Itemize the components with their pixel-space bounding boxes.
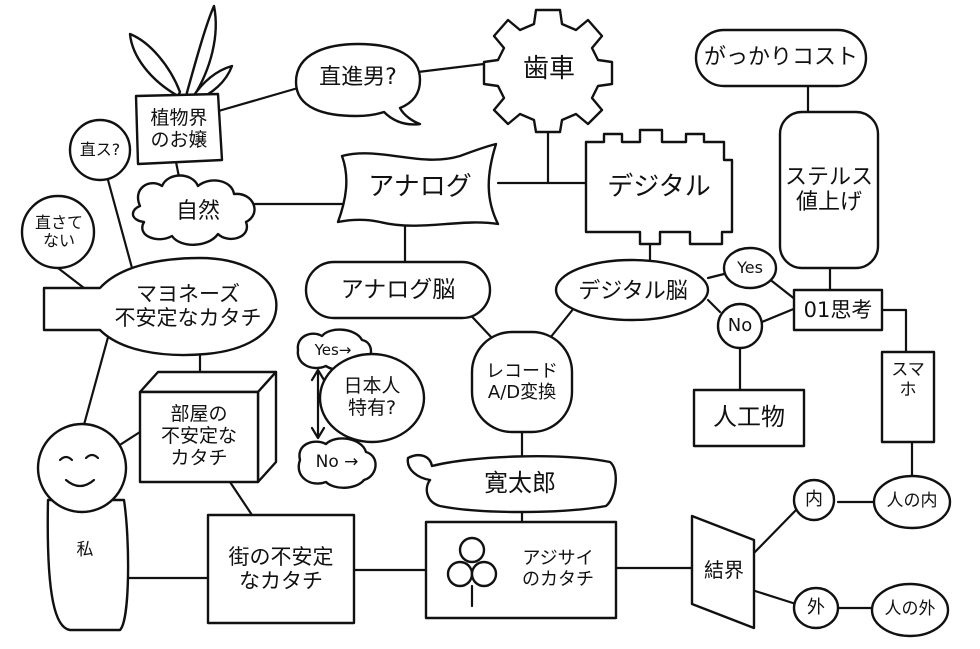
node-analog-brain: アナログ脳 bbox=[340, 276, 456, 303]
no-mid-circle-shape bbox=[716, 302, 764, 350]
outside-person-shape bbox=[870, 582, 950, 638]
yes-no-double-arrow bbox=[310, 368, 326, 440]
line-mayo-me bbox=[80, 328, 112, 434]
node-outside-person: 人の外 bbox=[884, 599, 936, 620]
cost-box-shape bbox=[694, 28, 868, 88]
plant-leaves-icon bbox=[128, 4, 234, 102]
analog-brain-box-shape bbox=[304, 260, 492, 320]
no-left-cloud-shape bbox=[297, 437, 377, 489]
node-mayonnaise: マヨネーズ 不安定なカタチ bbox=[114, 281, 262, 330]
kantaro-blob-shape bbox=[406, 454, 617, 514]
inside-circle-shape bbox=[792, 478, 836, 522]
node-analog: アナログ bbox=[368, 172, 472, 203]
line-room-street bbox=[228, 480, 254, 517]
node-barrier: 結界 bbox=[704, 557, 744, 582]
record-box-shape bbox=[470, 330, 574, 434]
node-digital-brain: デジタル脳 bbox=[578, 279, 688, 305]
node-gear: 歯車 bbox=[522, 54, 575, 85]
node-me: 私 bbox=[76, 540, 94, 561]
line-barrier-outside bbox=[750, 588, 798, 606]
line-barrier-inside bbox=[750, 506, 800, 557]
node-digital: デジタル bbox=[607, 172, 711, 203]
node-inside-person: 人の内 bbox=[886, 491, 938, 512]
outside-circle-shape bbox=[792, 586, 840, 630]
line-no-binary bbox=[760, 306, 798, 324]
not-fixed-circle-shape bbox=[20, 194, 96, 270]
analog-flag-shape bbox=[336, 142, 500, 227]
node-nature: 自然 bbox=[175, 199, 220, 225]
node-kantaro: 寛太郎 bbox=[484, 469, 556, 498]
node-no-left: No → bbox=[315, 452, 359, 473]
node-artificial: 人工物 bbox=[713, 403, 785, 432]
node-smartphone: スマホ bbox=[891, 360, 925, 400]
node-hydrangea: アジサイ のカタチ bbox=[522, 548, 594, 590]
digital-brain-ellipse-shape bbox=[554, 258, 710, 322]
japanese-circle-shape bbox=[318, 352, 426, 444]
line-binary-smartphone bbox=[878, 308, 908, 354]
stealth-box-shape bbox=[778, 110, 880, 270]
street-box-shape bbox=[206, 513, 356, 625]
node-yes-left: Yes→ bbox=[314, 341, 352, 360]
line-yes-binary bbox=[766, 276, 798, 302]
line-naosu-mayo bbox=[106, 178, 134, 270]
barrier-shape bbox=[690, 514, 756, 630]
node-not-fixed: 直さて ない bbox=[34, 212, 83, 250]
node-inside: 内 bbox=[805, 488, 823, 510]
mayonnaise-bottle-shape bbox=[42, 256, 278, 357]
node-record-ad: レコード A/D変換 bbox=[486, 361, 558, 403]
node-room-shape: 部屋の 不安定な カタチ bbox=[160, 403, 237, 469]
gear-shape bbox=[482, 8, 614, 134]
binary-box-shape bbox=[792, 288, 884, 332]
node-naosu: 直ス? bbox=[79, 139, 121, 159]
hydrangea-icon bbox=[446, 536, 498, 608]
node-outside: 外 bbox=[807, 596, 825, 618]
digital-block-shape bbox=[584, 128, 734, 246]
artificial-box-shape bbox=[692, 388, 806, 448]
yes-top-circle-shape bbox=[722, 246, 778, 290]
node-disappointing-cost: がっかりコスト bbox=[703, 45, 858, 71]
naosu-circle-shape bbox=[68, 118, 132, 182]
node-no-mid: No bbox=[727, 314, 753, 336]
line-notfixed-mayo bbox=[56, 266, 86, 290]
plant-pot-shape bbox=[134, 92, 224, 166]
node-street-shape: 街の不安定 なカタチ bbox=[228, 544, 334, 593]
line-digitalbrain-record bbox=[548, 306, 576, 340]
inside-person-shape bbox=[872, 474, 952, 530]
node-japanese-specific: 日本人 特有? bbox=[343, 375, 401, 419]
line-digitalbrain-no bbox=[706, 298, 722, 314]
room-cube-shape bbox=[138, 370, 278, 484]
straight-man-bubble-shape bbox=[294, 42, 422, 126]
nature-cloud-shape bbox=[131, 174, 256, 246]
person-figure-icon bbox=[36, 422, 130, 632]
connector-lines bbox=[56, 60, 914, 610]
smartphone-box-shape bbox=[880, 350, 936, 444]
node-plant-lady: 植物界 のお嬢 bbox=[150, 107, 208, 151]
node-stealth-price: ステルス 値上げ bbox=[784, 164, 873, 215]
node-binary-thinking: 01思考 bbox=[803, 297, 873, 322]
node-straight-man: 直進男? bbox=[319, 65, 397, 91]
node-yes-top: Yes bbox=[737, 257, 763, 277]
line-plant-straightman bbox=[213, 86, 300, 114]
